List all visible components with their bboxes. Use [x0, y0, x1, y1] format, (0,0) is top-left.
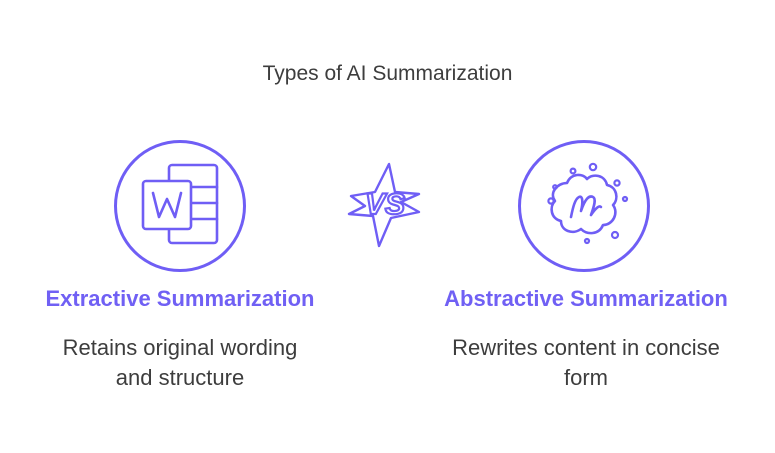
abstractive-desc-line-1: Rewrites content in concise: [452, 335, 720, 360]
extractive-description: Retains original wording and structure: [2, 333, 358, 393]
versus-bolt-icon: VS: [347, 162, 421, 248]
extractive-heading: Extractive Summarization: [45, 286, 315, 311]
meetup-cloud-icon: [547, 162, 629, 245]
word-document-icon-circle: [114, 140, 246, 272]
meetup-cloud-icon-circle: [518, 140, 650, 272]
abstractive-desc-line-2: form: [564, 365, 608, 390]
extractive-desc-line-2: and structure: [115, 365, 245, 390]
extractive-desc-line-1: Retains original wording: [62, 335, 298, 360]
abstractive-heading: Abstractive Summarization: [444, 286, 728, 311]
word-document-icon: [141, 163, 219, 245]
vs-label: VS: [365, 188, 405, 221]
abstractive-description: Rewrites content in concise form: [408, 333, 764, 393]
diagram-title: Types of AI Summarization: [262, 62, 513, 85]
